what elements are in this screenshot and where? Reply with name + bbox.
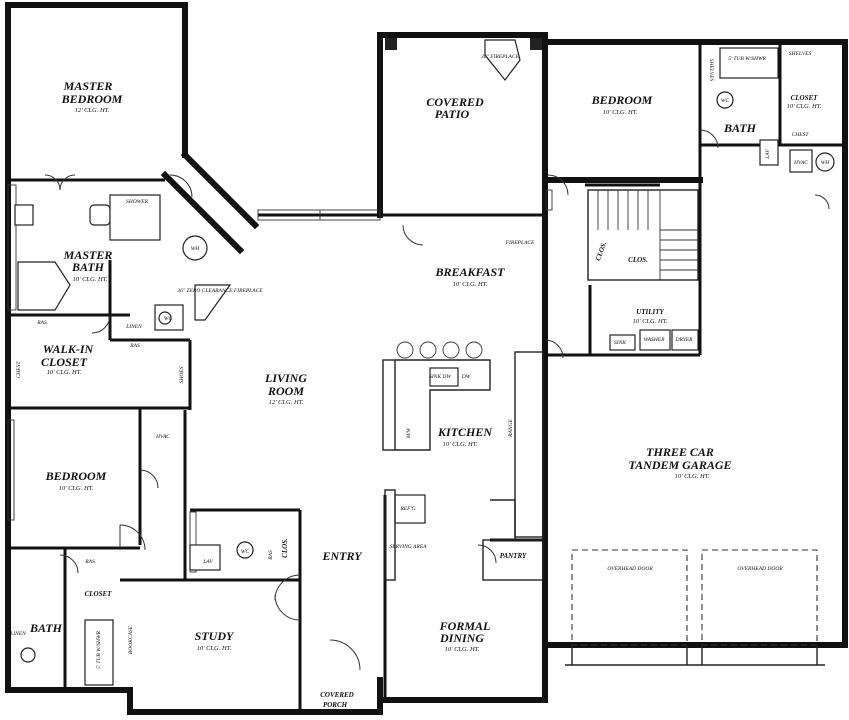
post-icon <box>530 38 542 50</box>
master-bath-ceiling: 10' CLG. HT. <box>73 276 108 283</box>
wc-label-right: WC <box>721 98 730 104</box>
living-room-label-1: LIVING <box>264 371 307 385</box>
fixture-labels: SHOWER WH WC RAS LINEN RAS CHEST SHOES 3… <box>9 51 830 669</box>
wc-label-entry: WC <box>241 549 250 555</box>
ras-label-entry: RAS <box>268 550 274 561</box>
living-room-label-2: ROOM <box>267 384 304 398</box>
kitchen-cabinets <box>382 341 544 581</box>
bath-left-label: BATH <box>29 621 63 635</box>
pantry-label: PANTRY <box>500 552 527 560</box>
fireplace-label-breakfast: FIREPLACE <box>505 240 535 246</box>
sink-label-utility: SINK <box>614 340 626 346</box>
water-heater-label: WH <box>191 246 201 252</box>
ras-label-left: RAS <box>84 559 95 565</box>
ras-label-closet: RAS <box>129 343 140 349</box>
hvac-label-left: HVAC <box>155 434 170 440</box>
shelves-label: SHELVES <box>789 51 812 57</box>
master-bedroom-label-2: BEDROOM <box>61 92 123 106</box>
stairs <box>587 189 699 281</box>
wc-label-master: WC <box>164 316 173 322</box>
formal-dining-label-1: FORMAL <box>439 619 491 633</box>
study-ceiling: 10' CLG. HT. <box>197 645 232 652</box>
linen-label-left: LINEN <box>9 631 26 637</box>
clos-label-stair-1: CLOS. <box>594 240 608 261</box>
ras-label-master: RAS <box>36 320 47 326</box>
covered-porch-label-1: COVERED <box>320 691 353 699</box>
bedroom-right-label: BEDROOM <box>591 93 653 107</box>
breakfast-ceiling: 10' CLG. HT. <box>453 281 488 288</box>
hvac-label-right: HVAC <box>793 160 808 166</box>
shelves-label-vertical: SHELVES <box>708 59 714 82</box>
walk-in-closet-ceiling: 10' CLG. HT. <box>47 369 82 376</box>
covered-porch-label-2: PORCH <box>323 701 348 709</box>
clos-label-entry: CLOS. <box>281 538 289 558</box>
tub-shower-label-right: 5' TUB W/SHWR <box>728 56 766 62</box>
windows <box>7 184 553 573</box>
chest-label-right: CHEST <box>792 132 810 138</box>
tub-shower-label-left: 5' TUB W/SHWR <box>96 630 102 668</box>
garage-doors <box>565 549 825 666</box>
bedroom-right-ceiling: 10' CLG. HT. <box>603 109 638 116</box>
shoes-label: SHOES <box>179 366 185 383</box>
overhead-door-label-2: OVERHEAD DOOR <box>737 566 783 572</box>
formal-dining-label-2: DINING <box>439 631 484 645</box>
zero-clearance-label: 36" ZERO CLEARANCE FIREPLACE <box>176 288 263 294</box>
plumbing-fixtures <box>14 47 835 686</box>
bookcase-label: BOOKCASE <box>128 625 134 654</box>
dryer-label: DRYER <box>674 337 693 343</box>
garage-label-1: THREE CAR <box>646 445 714 459</box>
lav-label-entry: LAV <box>202 559 213 565</box>
doors <box>44 129 830 671</box>
walk-in-closet-label-1: WALK-IN <box>43 342 95 356</box>
fireplace-label-patio: 36" FIREPLACE <box>480 54 520 60</box>
refrigerator-label: REF'G <box>399 506 415 512</box>
walls <box>5 2 848 715</box>
bedroom-left-label: BEDROOM <box>45 469 107 483</box>
post-icon <box>385 38 397 50</box>
serving-area-label: SERVING AREA <box>390 544 428 550</box>
room-labels: MASTER BEDROOM 12' CLG. HT. MASTER BATH … <box>29 79 822 709</box>
formal-dining-ceiling: 10' CLG. HT. <box>445 646 480 653</box>
closet-right-label: CLOSET <box>791 94 819 102</box>
walk-in-closet-label-2: CLOSET <box>41 355 88 369</box>
lav-label-right: LAV <box>765 149 771 160</box>
closet-left-label: CLOSET <box>85 590 113 598</box>
range-label: RANGE <box>508 419 514 438</box>
entry-label: ENTRY <box>321 549 363 563</box>
master-bath-label-1: MASTER <box>63 248 113 262</box>
study-label: STUDY <box>195 629 235 643</box>
chest-label-closet: CHEST <box>16 361 22 379</box>
microwave-label: M/W <box>406 427 412 439</box>
breakfast-label: BREAKFAST <box>435 265 506 279</box>
living-room-ceiling: 12' CLG. HT. <box>269 399 304 406</box>
garage-label-2: TANDEM GARAGE <box>628 458 731 472</box>
covered-patio-label-1: COVERED <box>426 95 484 109</box>
wh-label-right: WH <box>821 160 831 166</box>
covered-patio-label-2: PATIO <box>435 107 470 121</box>
garage-ceiling: 10' CLG. HT. <box>675 473 710 480</box>
washer-label: WASHER <box>644 337 666 343</box>
kitchen-label: KITCHEN <box>437 425 493 439</box>
closet-right-ceiling: 10' CLG. HT. <box>787 103 822 110</box>
bath-right-label: BATH <box>723 121 757 135</box>
overhead-door-label-1: OVERHEAD DOOR <box>607 566 653 572</box>
clos-label-stair-2: CLOS. <box>628 256 648 264</box>
fireplaces <box>194 38 542 321</box>
master-bath-label-2: BATH <box>71 260 105 274</box>
kitchen-ceiling: 10' CLG. HT. <box>443 441 478 448</box>
shower-label: SHOWER <box>126 199 149 205</box>
sink-dw-label: SINK DW <box>429 374 451 380</box>
master-bedroom-label-1: MASTER <box>63 79 113 93</box>
utility-ceiling: 10' CLG. HT. <box>633 318 668 325</box>
utility-label: UTILITY <box>636 308 664 316</box>
linen-label-master: LINEN <box>125 324 142 330</box>
bedroom-left-ceiling: 10' CLG. HT. <box>59 485 94 492</box>
dw-label: DW <box>461 374 471 380</box>
master-bedroom-ceiling: 12' CLG. HT. <box>75 107 110 114</box>
